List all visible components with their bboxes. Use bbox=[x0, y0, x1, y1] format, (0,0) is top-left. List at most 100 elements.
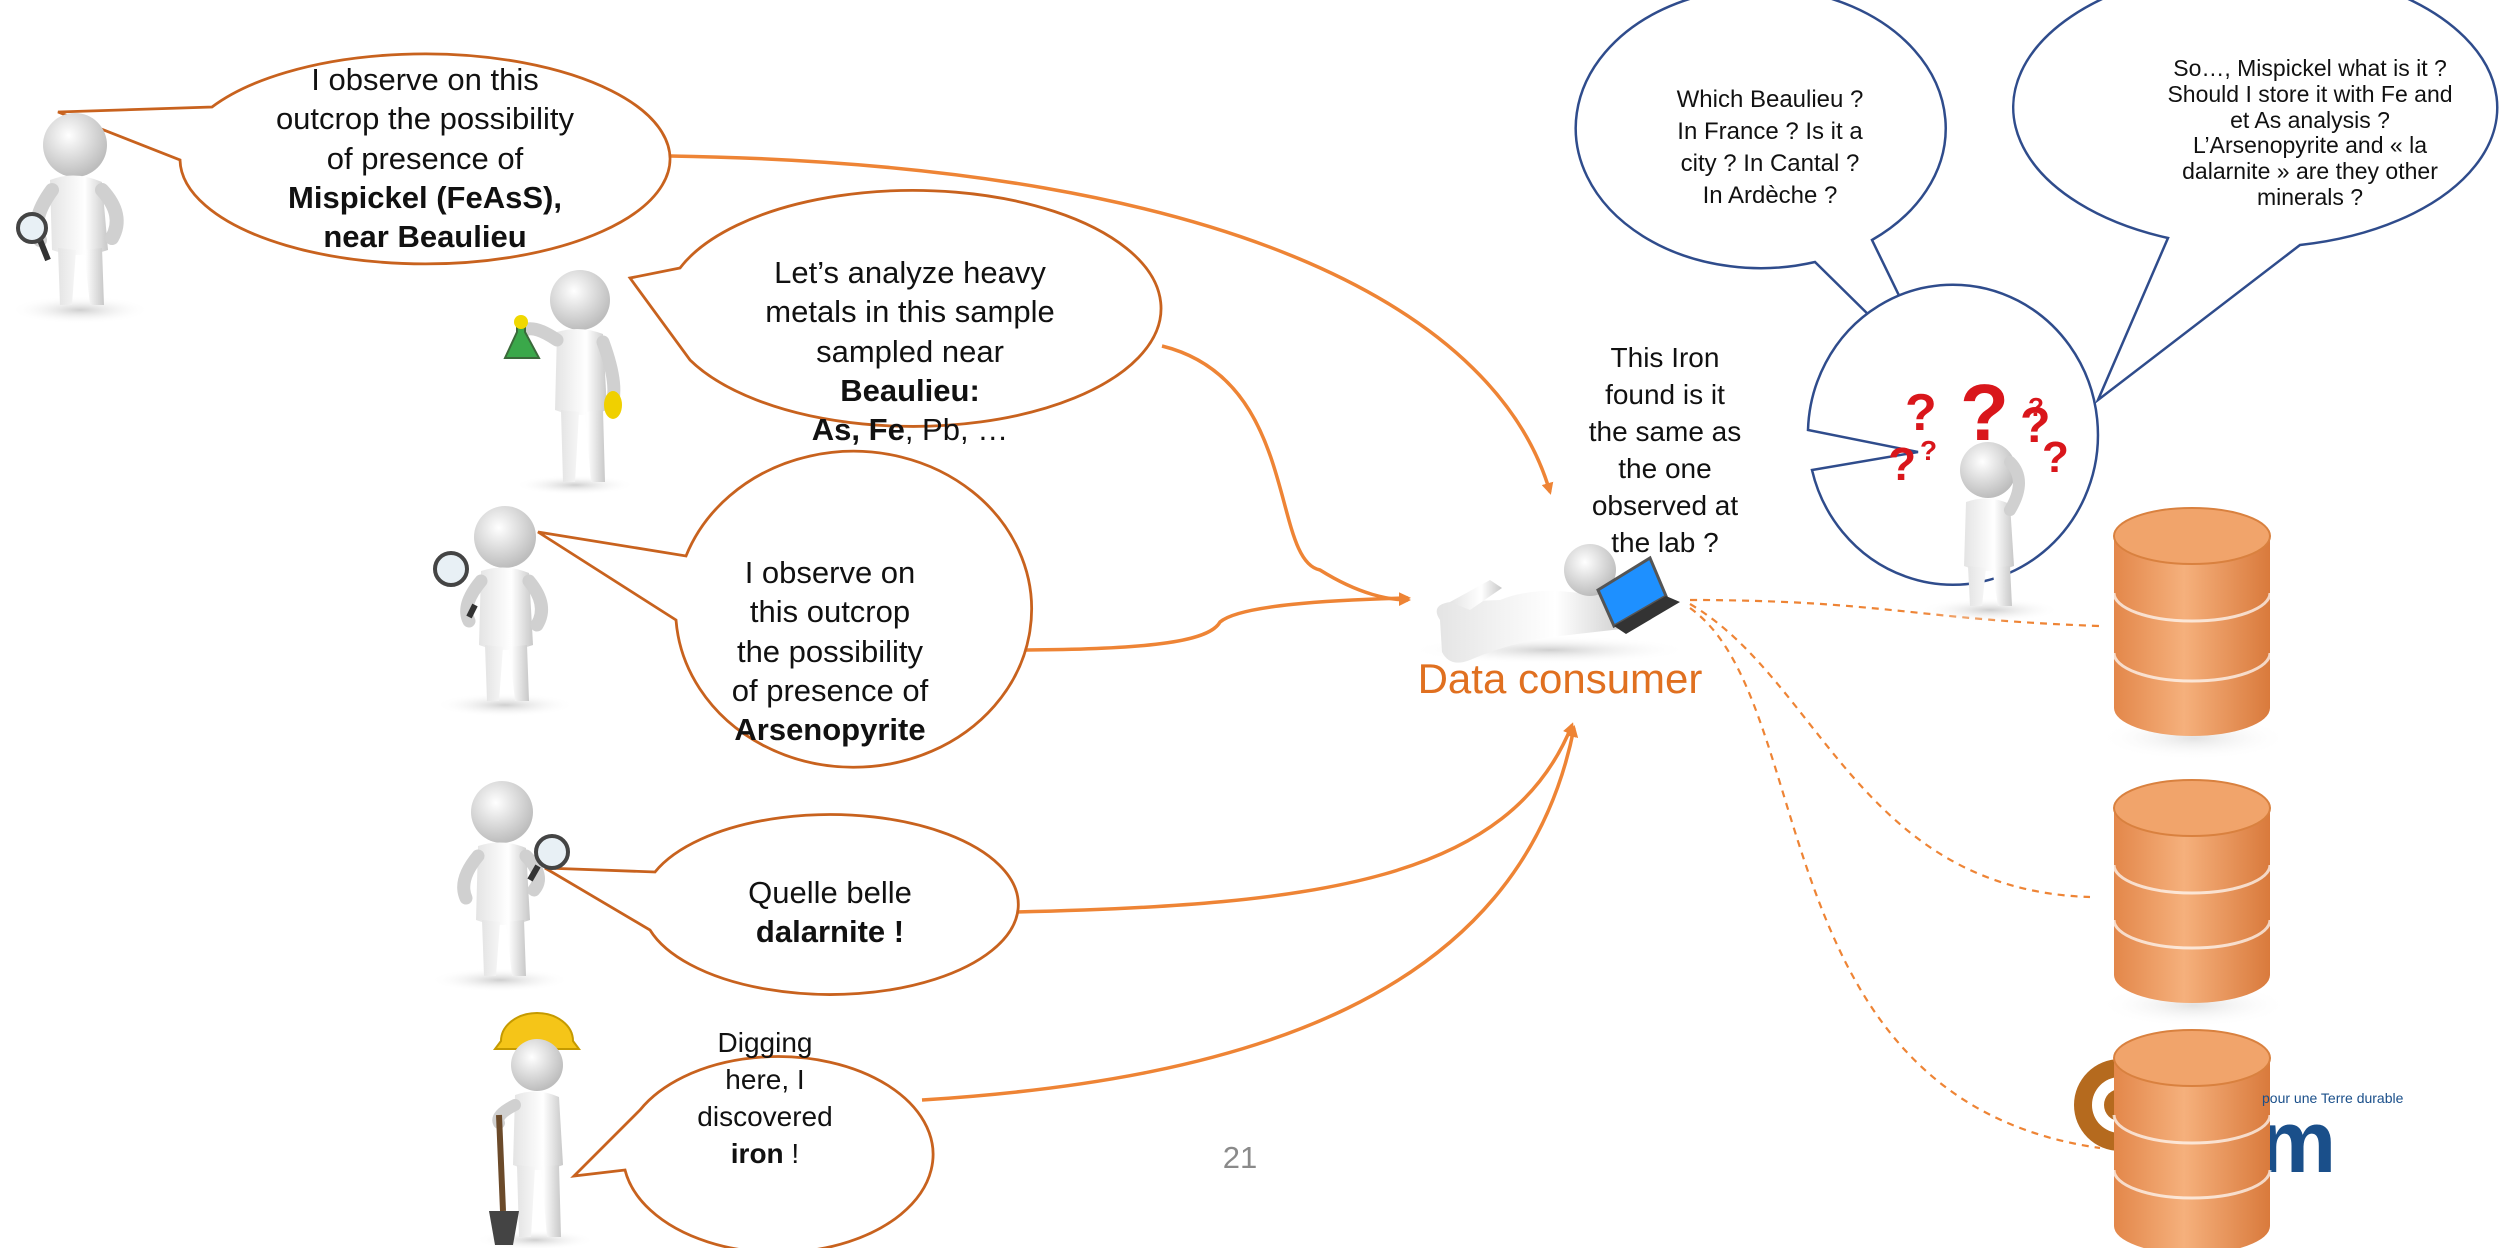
text-line: So…, Mispickel what is it ? bbox=[2173, 55, 2447, 81]
dashed-link-db1 bbox=[1689, 598, 2101, 628]
text-line-iron: iron ! bbox=[650, 1136, 880, 1173]
text-line: In France ? Is it a bbox=[1677, 117, 1863, 145]
text-line-bold: Beaulieu: bbox=[840, 373, 980, 409]
database-2 bbox=[2099, 779, 2289, 1027]
shovel-handle-icon bbox=[496, 1114, 506, 1212]
magnifier-icon-2 bbox=[433, 551, 469, 587]
speech-bubbles-blue bbox=[1574, 0, 2499, 586]
text-line: discovered bbox=[697, 1100, 833, 1132]
text-line: of presence of bbox=[731, 673, 929, 709]
text-line: of presence of bbox=[326, 140, 524, 176]
magnifier-icon bbox=[16, 212, 48, 244]
iron-tail: ! bbox=[783, 1137, 800, 1169]
text-line: Digging bbox=[717, 1027, 813, 1058]
text-line: the possibility bbox=[736, 633, 924, 669]
svg-text:?: ? bbox=[1960, 368, 2009, 457]
text-line: L’Arsenopyrite and « la bbox=[2193, 132, 2427, 159]
speech-bubbles-orange bbox=[57, 52, 1163, 1253]
text-line: found is it bbox=[1605, 378, 1725, 410]
text-line: the same as bbox=[1588, 415, 1742, 447]
data-consumer-figure bbox=[1410, 544, 1690, 664]
bubble-text-chemist: Let’s analyze heavy metals in this sampl… bbox=[720, 253, 1100, 450]
laptop-base-icon bbox=[1614, 596, 1680, 634]
database-3 bbox=[2112, 1029, 2272, 1253]
svg-text:?: ? bbox=[2020, 397, 2051, 453]
miner-figure bbox=[475, 1012, 595, 1250]
text-line: outcrop the possibility bbox=[275, 101, 575, 137]
text-line-bold: dalarnite ! bbox=[755, 914, 905, 950]
bubble-mispickel-question bbox=[2012, 0, 2499, 404]
arrow-geologist2-to-consumer bbox=[1009, 592, 1411, 652]
text-line-bold: near Beaulieu bbox=[323, 219, 527, 255]
element-symbols-rest: , Pb, … bbox=[904, 412, 1009, 448]
dashed-link-db3 bbox=[1689, 607, 2101, 1150]
glove-left-icon bbox=[514, 315, 528, 329]
text-line: city ? In Cantal ? bbox=[1680, 149, 1860, 177]
text-line: sampled near bbox=[816, 333, 1004, 369]
chemist-figure bbox=[503, 270, 635, 495]
svg-text:?: ? bbox=[2028, 392, 2044, 422]
svg-text:?: ? bbox=[1888, 438, 1916, 490]
bubble-text-miner: Digging here, I discovered iron ! bbox=[650, 1025, 880, 1173]
arrow-chemist-to-consumer bbox=[1161, 344, 1411, 606]
text-line-bold: Mispickel (FeAsS), bbox=[288, 180, 562, 216]
hardhat-icon bbox=[493, 1012, 581, 1050]
page-number: 21 bbox=[1222, 1140, 1258, 1175]
text-line-bold: Arsenopyrite bbox=[734, 712, 926, 748]
bubble-miner bbox=[570, 1055, 935, 1253]
dashed-link-db2 bbox=[1689, 603, 2091, 899]
text-line: the one bbox=[1618, 452, 1712, 484]
text-line: this outcrop bbox=[749, 594, 911, 630]
database-1 bbox=[2099, 507, 2289, 760]
confused-figure: ? ? ? ? ? ? ? bbox=[1888, 368, 2069, 622]
text-line: I observe on bbox=[744, 555, 916, 590]
bubble-text-beaulieu-question: Which Beaulieu ? In France ? Is it a cit… bbox=[1640, 84, 1900, 212]
database-links bbox=[1689, 598, 2101, 1150]
text-line-elements: As, Fe, Pb, … bbox=[720, 410, 1100, 449]
geologist-figure-1 bbox=[10, 113, 150, 324]
bubble-geologist2 bbox=[537, 449, 1033, 769]
bubble-consumer-question bbox=[1806, 283, 2100, 586]
arrow-geologist3-to-consumer bbox=[1015, 722, 1575, 914]
text-line: the lab ? bbox=[1611, 526, 1719, 558]
question-marks-icon: ? ? ? ? ? ? ? bbox=[1888, 368, 2069, 490]
flow-arrows bbox=[669, 154, 1579, 1102]
geologist-figure-2 bbox=[433, 506, 575, 717]
geologist-figure-3 bbox=[430, 781, 570, 992]
logo-letter: m bbox=[2258, 1092, 2336, 1191]
bubble-text-consumer-question: This Iron found is it the same as the on… bbox=[1540, 340, 1790, 562]
magnifier-handle-icon bbox=[37, 238, 51, 262]
database-cylinders: m bbox=[2074, 507, 2336, 1253]
text-line: here, I bbox=[725, 1063, 805, 1095]
text-line: observed at bbox=[1591, 489, 1739, 521]
text-line: metals in this sample bbox=[765, 294, 1055, 330]
bubble-chemist bbox=[627, 188, 1163, 428]
svg-text:?: ? bbox=[1920, 435, 1937, 466]
svg-text:?: ? bbox=[2042, 433, 2069, 482]
text-line: minerals ? bbox=[2256, 183, 2364, 210]
data-consumer-label: Data consumer bbox=[1417, 655, 1703, 702]
text-line: et As analysis ? bbox=[2230, 106, 2390, 133]
element-symbols-bold: As, Fe bbox=[811, 412, 905, 448]
shovel-icon bbox=[489, 1211, 519, 1245]
text-line: This Iron bbox=[1610, 342, 1720, 373]
arrow-miner-to-consumer bbox=[921, 725, 1579, 1102]
bubble-geologist3 bbox=[544, 813, 1020, 996]
logo-tagline: pour une Terre durable bbox=[2262, 1090, 2404, 1106]
svg-text:?: ? bbox=[1905, 384, 1937, 442]
arrow-geologist1-to-consumer bbox=[669, 154, 1554, 495]
iron-bold: iron bbox=[730, 1137, 784, 1169]
text-line: Quelle belle bbox=[748, 875, 912, 910]
magnifier-icon-3 bbox=[534, 834, 570, 870]
text-line: dalarnite » are they other bbox=[2182, 158, 2438, 184]
text-line: Should I store it with Fe and bbox=[2167, 80, 2453, 107]
glove-right-icon bbox=[604, 391, 622, 419]
bubble-text-mispickel-question: So…, Mispickel what is it ? Should I sto… bbox=[2120, 55, 2500, 211]
bubble-geologist1 bbox=[57, 52, 672, 266]
bubble-text-geologist1: I observe on this outcrop the possibilit… bbox=[230, 60, 620, 257]
text-line: Which Beaulieu ? bbox=[1676, 86, 1864, 113]
bubble-text-geologist3: Quelle belle dalarnite ! bbox=[690, 873, 970, 952]
bubble-text-geologist2: I observe on this outcrop the possibilit… bbox=[680, 553, 980, 750]
text-line: I observe on this bbox=[311, 62, 539, 97]
